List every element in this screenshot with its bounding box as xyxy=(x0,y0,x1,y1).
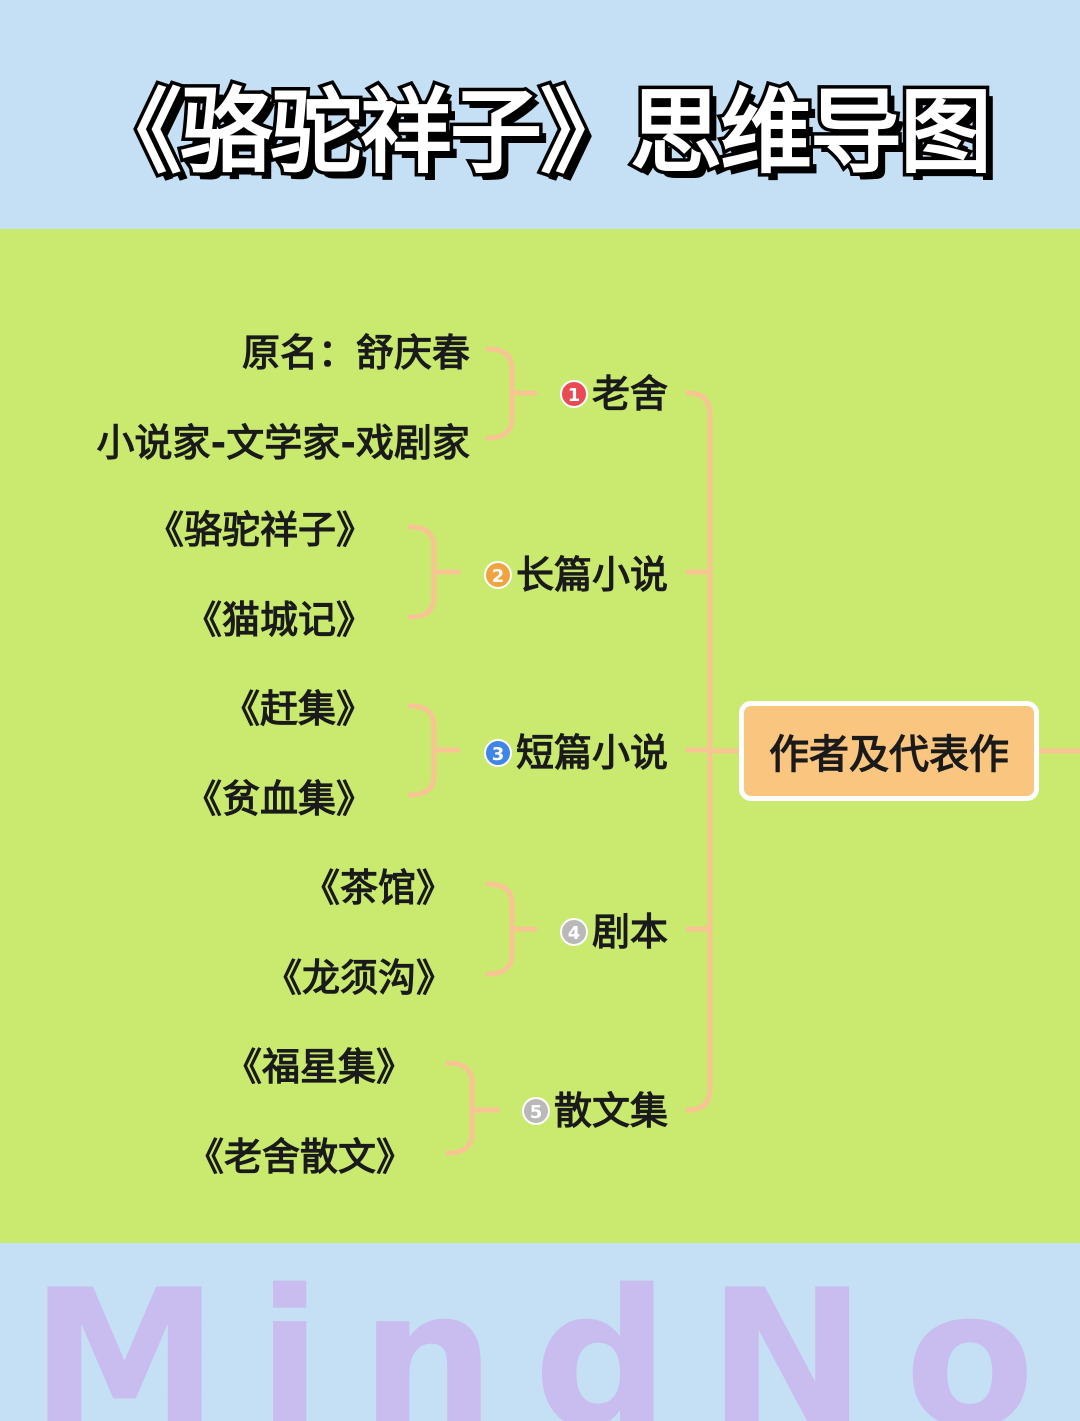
leaf-node-2-1[interactable]: 《骆驼祥子》 xyxy=(145,508,374,552)
branch-node-4[interactable]: 4 剧本 xyxy=(559,910,668,954)
leaf-node-5-1[interactable]: 《福星集》 xyxy=(223,1045,414,1089)
number-3-icon: 3 xyxy=(483,739,512,767)
branch-label: 短篇小说 xyxy=(515,731,668,775)
leaf-node-5-2[interactable]: 《老舍散文》 xyxy=(185,1135,414,1179)
number-2-icon: 2 xyxy=(483,561,512,589)
page-title: 《骆驼祥子》思维导图 xyxy=(86,76,995,190)
branch-label: 剧本 xyxy=(591,910,668,954)
leaf-node-1-1[interactable]: 原名：舒庆春 xyxy=(241,331,470,375)
branch-node-3[interactable]: 3 短篇小说 xyxy=(483,731,668,775)
connector-branch-5 xyxy=(445,1060,501,1156)
root-node[interactable]: 作者及代表作 xyxy=(739,701,1039,801)
branch-node-2[interactable]: 2 长篇小说 xyxy=(483,553,668,597)
connector-branch-1 xyxy=(485,346,538,441)
number-5-icon: 5 xyxy=(521,1097,550,1125)
connector-branch-4 xyxy=(485,881,538,977)
leaf-node-3-2[interactable]: 《贫血集》 xyxy=(183,777,374,821)
footer-band: MindNow xyxy=(0,1243,1080,1421)
leaf-node-3-1[interactable]: 《赶集》 xyxy=(221,687,374,731)
branch-label: 长篇小说 xyxy=(515,553,668,597)
connector-branch-3 xyxy=(407,703,461,798)
leaf-node-2-2[interactable]: 《猫城记》 xyxy=(183,598,374,642)
leaf-node-4-2[interactable]: 《龙须沟》 xyxy=(263,956,454,1000)
number-1-icon: 1 xyxy=(559,380,588,408)
number-4-icon: 4 xyxy=(559,918,588,946)
connector-branch-2 xyxy=(407,524,461,620)
branch-label: 散文集 xyxy=(553,1089,668,1133)
branch-label: 老舍 xyxy=(591,372,668,416)
header-band xyxy=(0,0,1080,229)
watermark: MindNow xyxy=(30,1249,1080,1421)
branch-node-5[interactable]: 5 散文集 xyxy=(521,1089,668,1133)
leaf-node-4-1[interactable]: 《茶馆》 xyxy=(301,866,454,910)
leaf-node-1-2[interactable]: 小说家-文学家-戏剧家 xyxy=(96,421,470,465)
branch-node-1[interactable]: 1 老舍 xyxy=(559,372,668,416)
